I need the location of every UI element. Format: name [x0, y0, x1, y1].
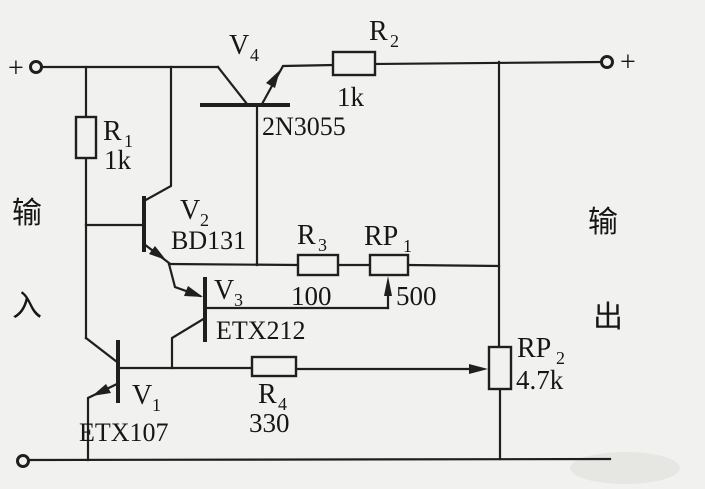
resistor-R2-body — [331, 50, 377, 77]
wire-v2-collector — [142, 65, 173, 203]
part-V2: BD131 — [171, 226, 246, 255]
output-word-char2: 出 — [593, 300, 623, 335]
v2-emitter-arrow — [149, 246, 166, 260]
value-R4: 330 — [249, 408, 290, 438]
label-V3-sub: 3 — [234, 290, 243, 310]
label-R3: R — [297, 220, 316, 251]
wire-v3-collector — [170, 316, 207, 370]
part-V3: ETX212 — [216, 316, 306, 345]
output-plus-terminal — [600, 55, 614, 69]
wire-v4-emitter — [260, 63, 335, 106]
resistor-R4-body — [250, 355, 298, 378]
label-R3-sub: 3 — [318, 235, 327, 255]
label-RP1: RP — [364, 221, 398, 252]
label-V1-sub: 1 — [152, 395, 161, 415]
value-R1: 1k — [104, 145, 132, 175]
label-V1: V — [132, 380, 152, 411]
resistor-R1-body — [74, 115, 98, 160]
potentiometer-RP1-body — [368, 253, 410, 277]
input-plus-terminal — [29, 60, 43, 74]
potentiometer-RP2-body — [487, 345, 513, 391]
wire-v4-collector — [216, 65, 249, 106]
rp1-wiper-arrow — [384, 276, 392, 296]
label-V4: V — [229, 30, 249, 61]
scan-smudge — [570, 452, 680, 484]
output-plus-sign: + — [620, 47, 636, 78]
label-R1-sub: 1 — [124, 131, 133, 151]
label-RP1-sub: 1 — [403, 236, 412, 256]
wire-rp1-to-rail — [406, 263, 501, 268]
value-R3: 100 — [291, 281, 332, 311]
label-R2-sub: 2 — [390, 31, 399, 51]
wire-r2-to-output — [373, 60, 603, 66]
common-terminal — [16, 454, 30, 468]
resistor-R3-body — [296, 253, 340, 277]
value-RP2: 4.7k — [516, 365, 564, 395]
wire-node-to-v3-emitter — [167, 262, 202, 298]
label-V2: V — [180, 195, 200, 226]
v4-emitter-arrow — [266, 70, 280, 88]
output-word-char1: 输 — [588, 205, 618, 240]
label-R2: R — [369, 16, 388, 47]
label-RP2: RP — [517, 333, 551, 364]
wire-bottom-rail — [27, 457, 612, 462]
label-RP2-sub: 2 — [556, 348, 565, 368]
label-R4-sub: 4 — [278, 394, 287, 414]
part-V4: 2N3055 — [262, 112, 346, 141]
label-R1: R — [103, 116, 122, 147]
label-V2-sub: 2 — [200, 210, 209, 230]
input-word-char1: 输 — [12, 196, 42, 231]
wire-node-to-r3 — [167, 262, 300, 267]
v3-emitter-arrow — [184, 286, 203, 297]
rp2-wiper-arrow — [469, 364, 488, 374]
input-plus-sign: + — [8, 53, 24, 84]
label-R4: R — [258, 379, 277, 410]
wire-v1-collector — [84, 336, 119, 364]
value-R2: 1k — [337, 82, 365, 112]
input-word-char2: 入 — [12, 289, 42, 324]
part-V1: ETX107 — [79, 418, 169, 447]
v1-emitter-arrow — [92, 384, 111, 396]
label-V3: V — [214, 275, 234, 306]
value-RP1: 500 — [396, 281, 437, 311]
label-V4-sub: 4 — [250, 45, 259, 65]
